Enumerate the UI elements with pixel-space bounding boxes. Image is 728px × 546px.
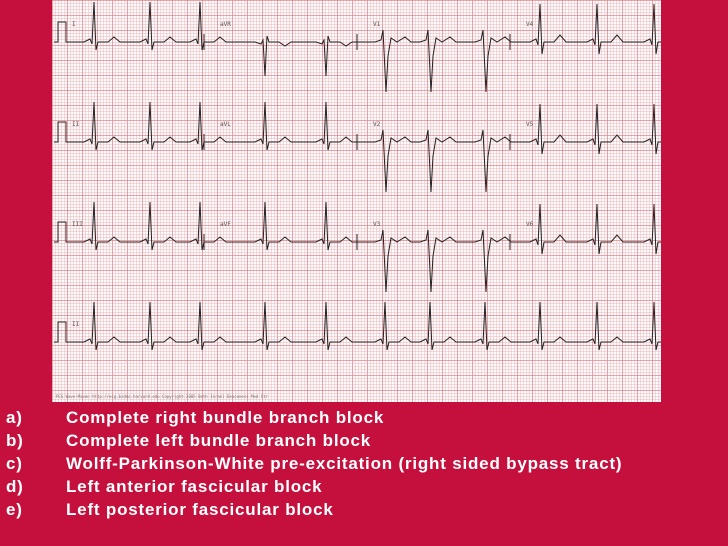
option-text: Complete left bundle branch block: [66, 430, 372, 450]
answer-options: a) Complete right bundle branch block b)…: [0, 406, 728, 521]
lead-label: V3: [373, 221, 381, 228]
lead-label: III: [72, 221, 83, 228]
lead-label: II: [72, 321, 80, 328]
ecg-traces: [54, 1, 661, 351]
option-letter: d): [6, 476, 24, 496]
ecg-trace-row: [54, 201, 661, 293]
option-d[interactable]: d) Left anterior fascicular block: [0, 475, 728, 498]
lead-label: V4: [526, 21, 534, 28]
option-letter: e): [6, 499, 23, 519]
option-e[interactable]: e) Left posterior fascicular block: [0, 498, 728, 521]
lead-label: aVL: [220, 121, 231, 128]
ecg-footer: PCG Wave-Maven http://ecg.bidmc.harvard.…: [56, 394, 269, 399]
option-letter: c): [6, 453, 23, 473]
ecg-trace-row: [54, 101, 661, 193]
option-text: Wolff-Parkinson-White pre-excitation (ri…: [66, 453, 623, 473]
lead-label: V1: [373, 21, 381, 28]
lead-label: V5: [526, 121, 534, 128]
option-text: Left posterior fascicular block: [66, 499, 334, 519]
option-text: Complete right bundle branch block: [66, 407, 385, 427]
option-letter: a): [6, 407, 23, 427]
option-c[interactable]: c) Wolff-Parkinson-White pre-excitation …: [0, 452, 728, 475]
lead-label: V6: [526, 221, 534, 228]
ecg-trace-row: [54, 301, 661, 351]
ecg-trace-row: [54, 1, 661, 93]
lead-label: II: [72, 121, 80, 128]
option-text: Left anterior fascicular block: [66, 476, 323, 496]
option-letter: b): [6, 430, 24, 450]
lead-label: I: [72, 21, 76, 28]
lead-label: aVF: [220, 221, 231, 228]
lead-label: aVR: [220, 21, 231, 28]
lead-label: V2: [373, 121, 381, 128]
option-a[interactable]: a) Complete right bundle branch block: [0, 406, 728, 429]
option-b[interactable]: b) Complete left bundle branch block: [0, 429, 728, 452]
